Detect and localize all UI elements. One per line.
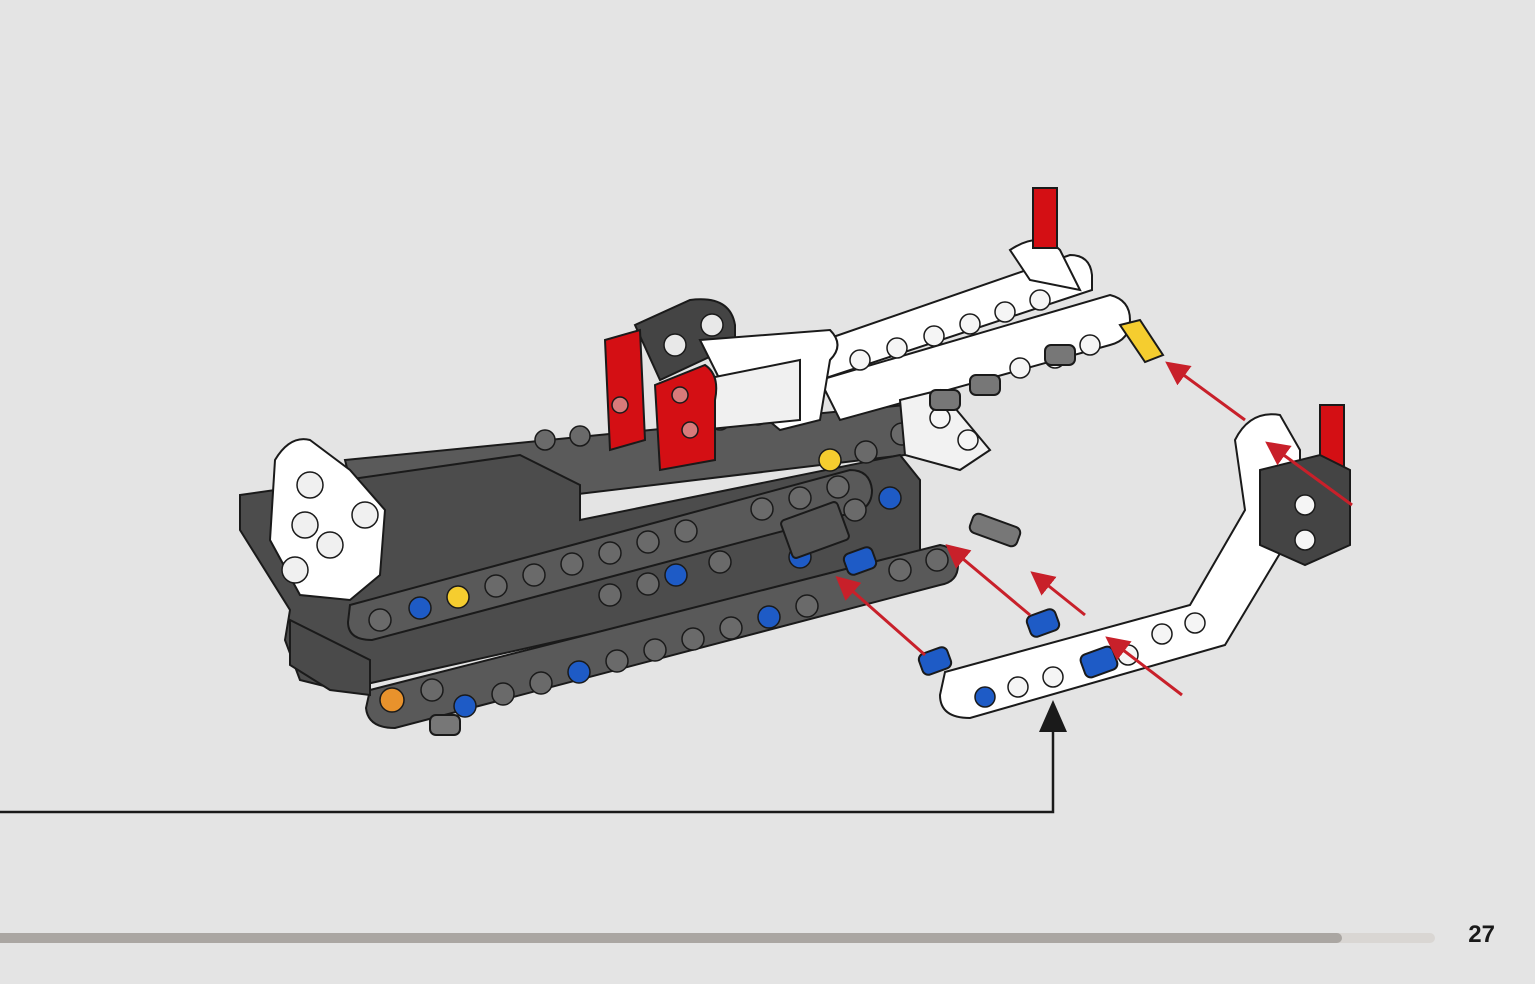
progress-fill [0, 933, 1342, 943]
progress-bar [0, 933, 1435, 943]
insert-arrows [835, 361, 1353, 697]
insert-arrow-icon [1265, 441, 1353, 507]
red-liftarms [603, 328, 718, 472]
blue-pins [842, 546, 1119, 679]
yellow-connector [1118, 318, 1165, 364]
insert-arrow-icon [1030, 571, 1086, 617]
white-connector-holes [281, 471, 379, 584]
insert-arrow-icon [1165, 361, 1246, 422]
callout-arrow-icon [0, 700, 1067, 814]
insert-arrow-icon [835, 576, 926, 657]
bracket-holes [663, 313, 724, 357]
insert-arrow-icon [945, 544, 1031, 617]
red-axle-pieces [1032, 187, 1345, 476]
red-liftarm-holes [611, 386, 699, 439]
gray-pins [429, 344, 1076, 736]
page-number: 27 [1468, 921, 1495, 948]
beam-holes-upper [368, 475, 850, 632]
insert-arrow-icon [1105, 636, 1183, 697]
